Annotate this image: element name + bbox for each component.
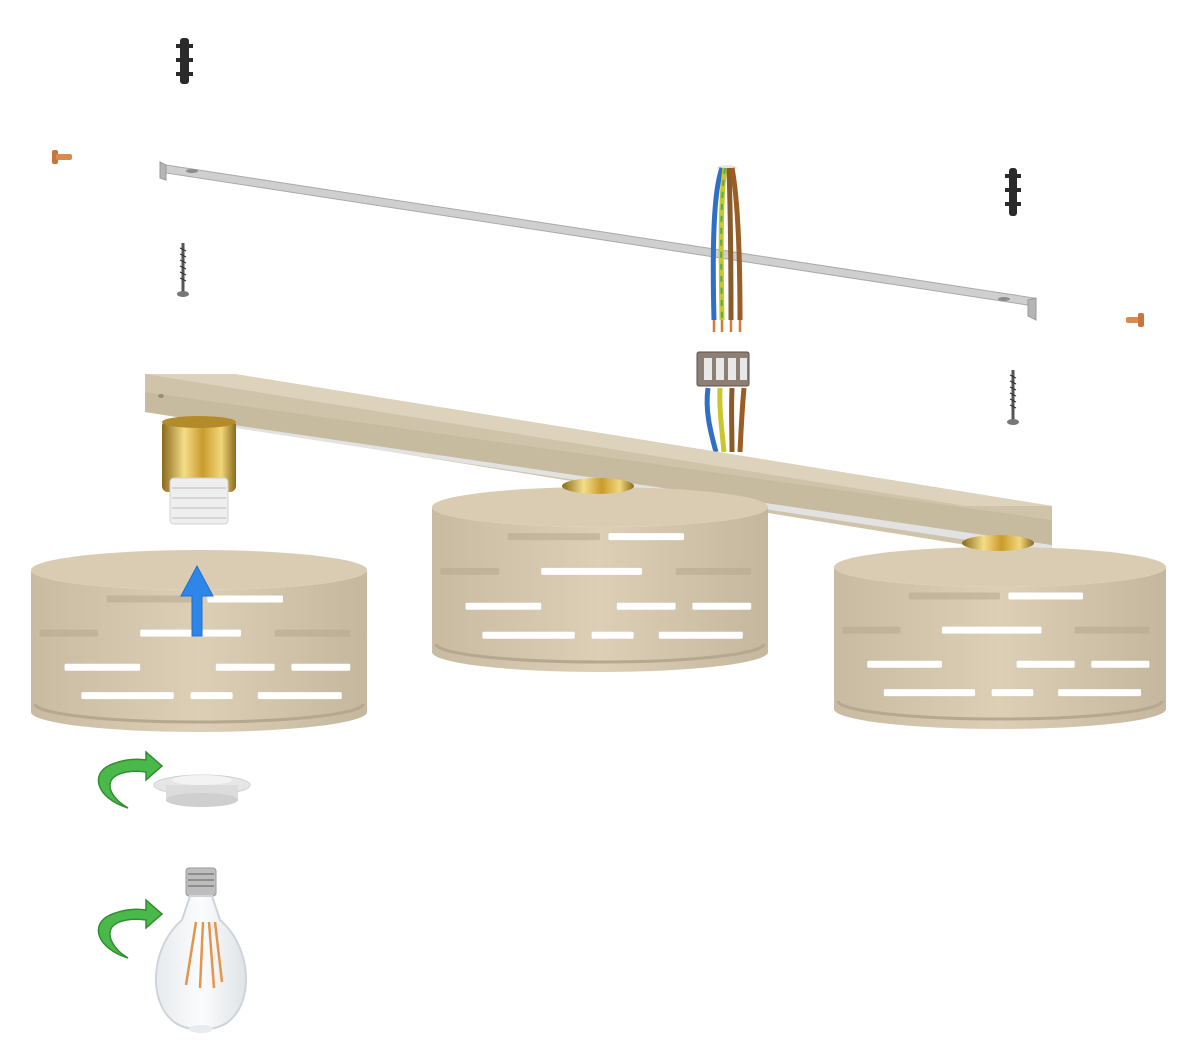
shade-ring (153, 774, 251, 807)
lamp-socket (962, 535, 1034, 551)
brass-screw (52, 150, 72, 164)
terminal-block (696, 351, 750, 453)
rotate-ring-arrow (97, 750, 164, 809)
wall-plug (176, 38, 193, 84)
light-bulb (154, 867, 248, 1033)
insert-arrow (180, 564, 214, 637)
rotate-bulb-arrow (97, 898, 164, 959)
lamp-socket (562, 478, 634, 494)
lamp-shade (834, 547, 1166, 729)
wood-screw (177, 243, 189, 297)
lamp-shade (432, 487, 768, 672)
supply-wires (710, 165, 743, 332)
brass-screw (1126, 313, 1144, 327)
lamp-body-bar (145, 374, 1052, 553)
wall-plug (1005, 168, 1021, 216)
mounting-bracket (159, 161, 1037, 321)
wood-screw (1007, 370, 1019, 425)
lamp-socket (162, 416, 236, 525)
